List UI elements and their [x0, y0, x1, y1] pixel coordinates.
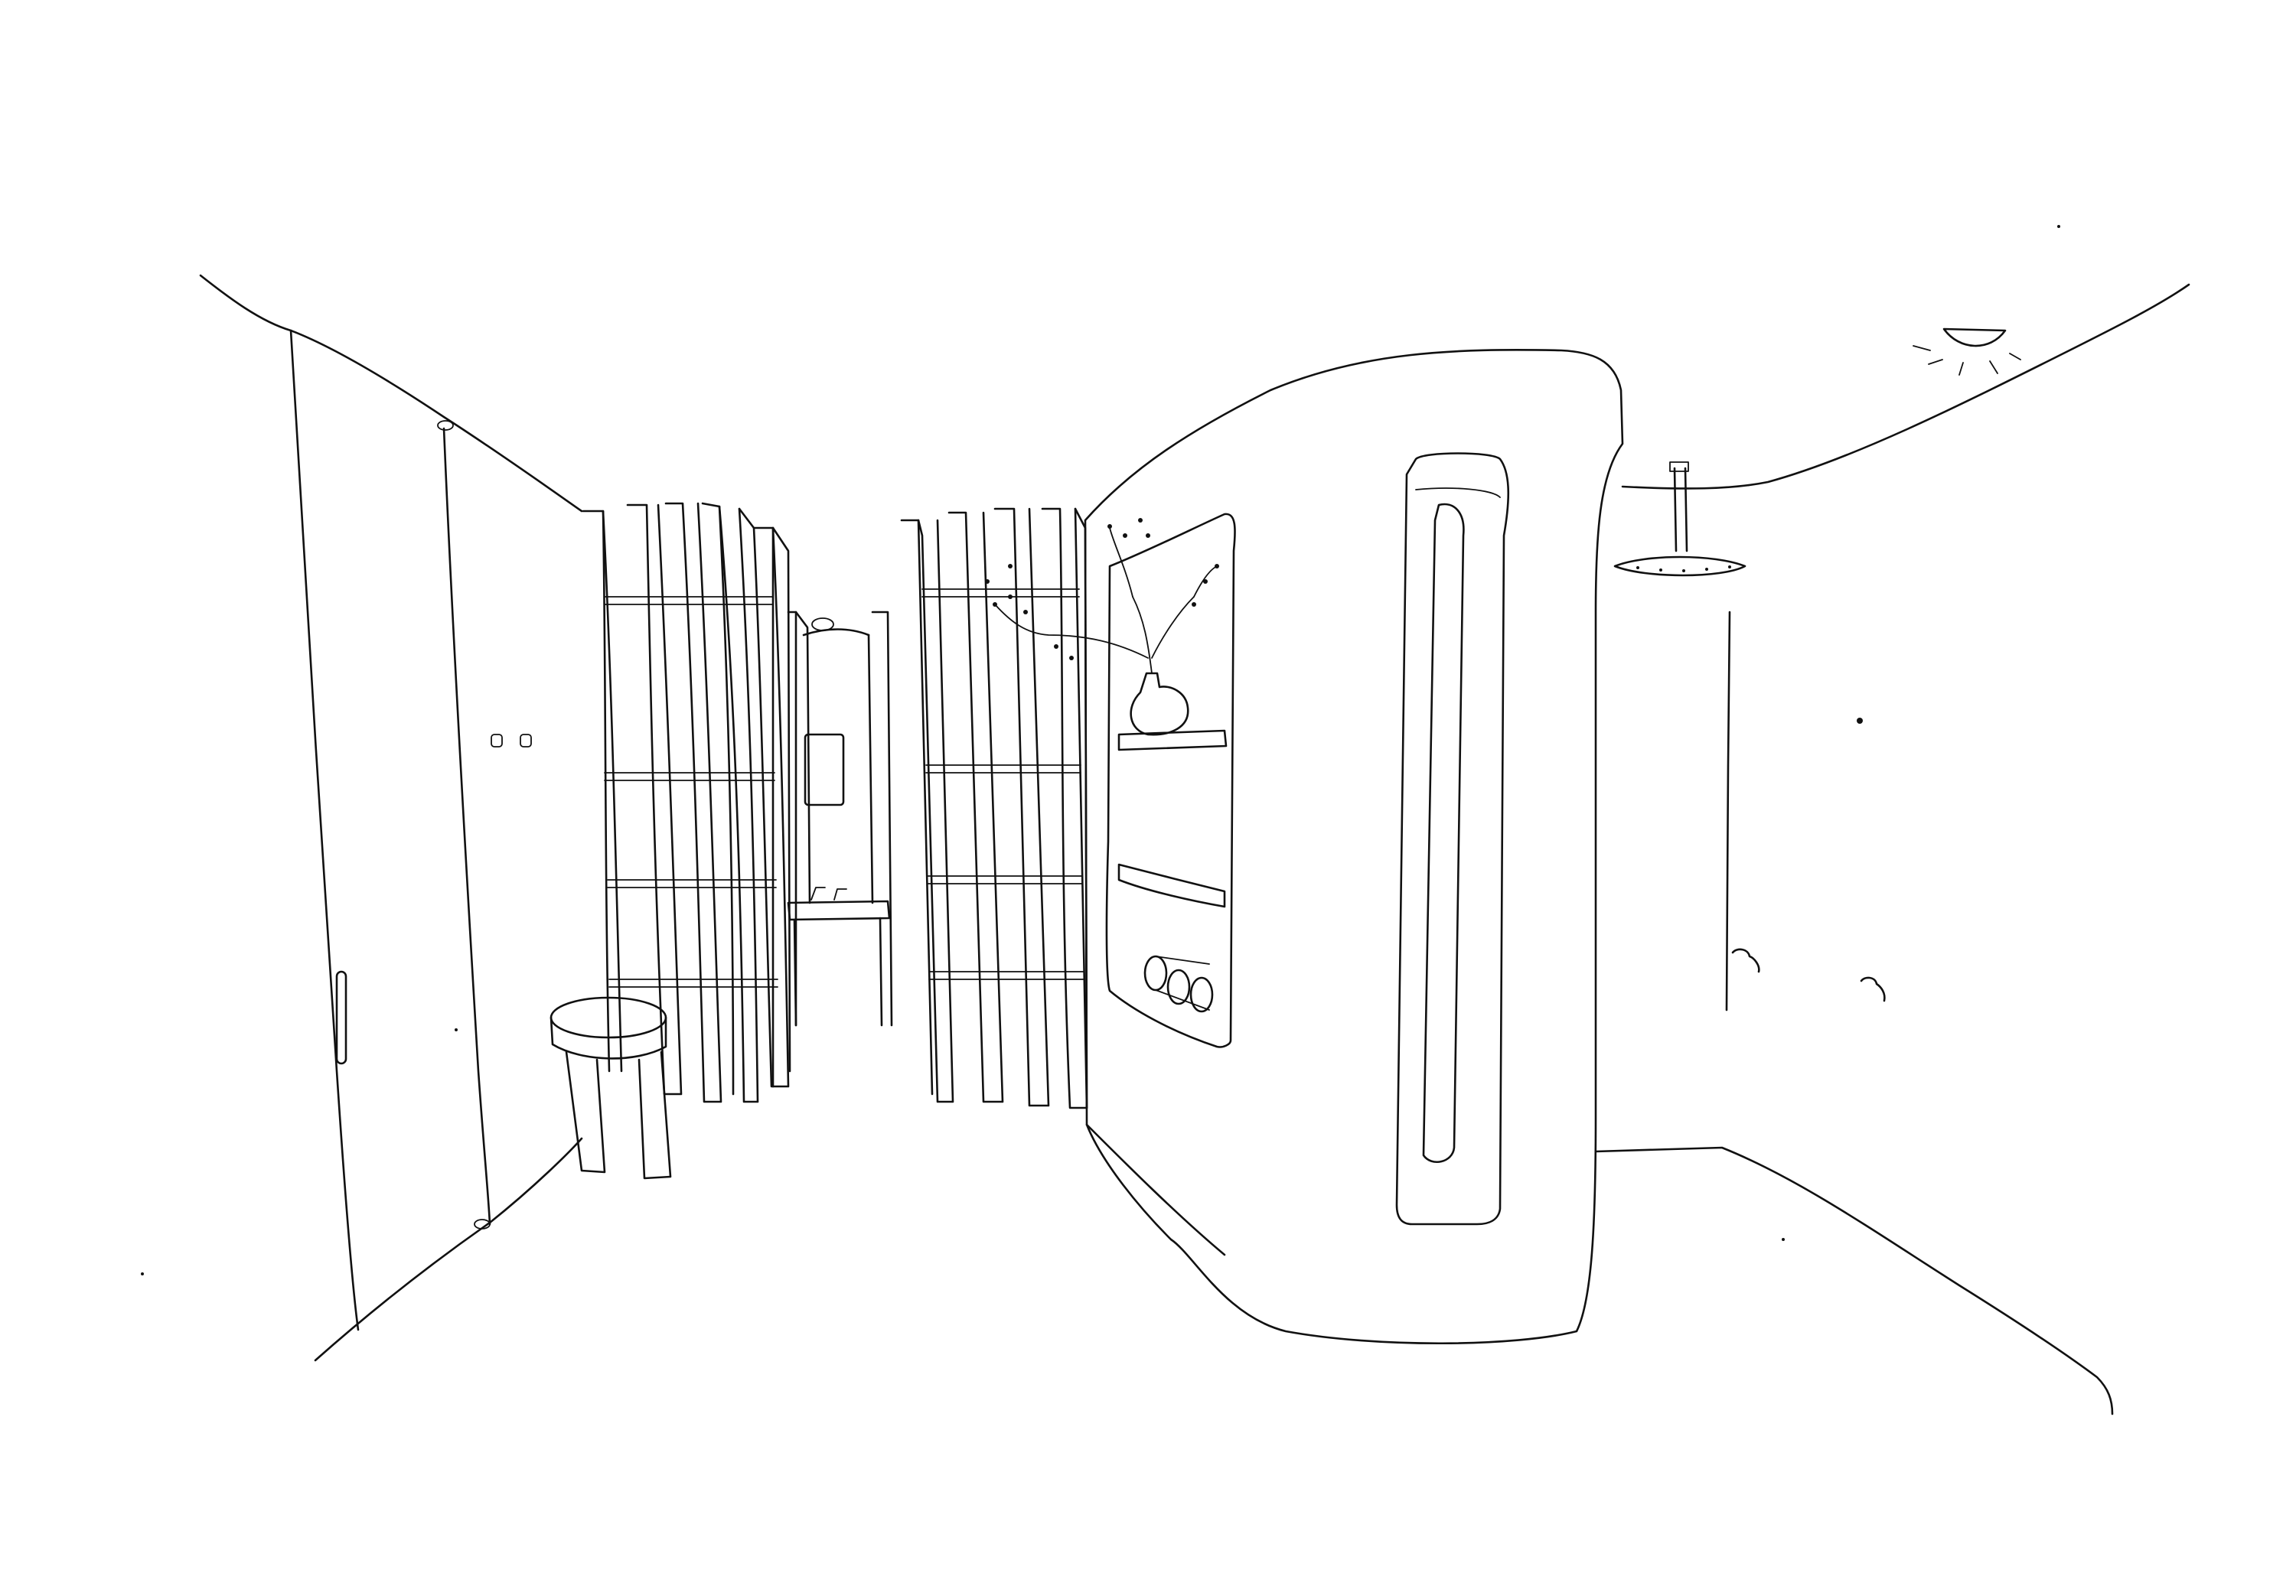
shower-pipe [1673, 467, 1688, 552]
branch-1 [1132, 596, 1153, 674]
pod-floor-curve [1085, 1123, 1226, 1256]
right-floor-line [1594, 1146, 2114, 1415]
branch-3 [994, 604, 1149, 659]
shower-valve-2 [1860, 976, 1886, 1002]
niche-mirror [804, 733, 845, 806]
branch-4 [1109, 527, 1133, 598]
basin-stand [793, 917, 883, 1027]
right-slat-screen [900, 507, 1088, 1109]
niche-shelf-lower [1117, 863, 1226, 908]
niche-top [802, 628, 870, 637]
pod-niche-outline [1105, 513, 1236, 1048]
slot-rail [1422, 503, 1465, 1163]
basin-faucet [810, 887, 847, 901]
right-wall [1594, 283, 2190, 1415]
wash-niche [787, 611, 893, 1027]
stool-leg-2 [638, 1050, 672, 1180]
closet-door-edge [442, 427, 491, 1226]
towel-roll-3 [1189, 976, 1214, 1013]
curved-pod [985, 349, 1624, 1345]
left-slat-screen [582, 502, 791, 1103]
slot-inner [1415, 487, 1501, 498]
pod-outline [1084, 349, 1624, 1345]
ceiling-lamp [1942, 327, 2007, 347]
niche-back-left [794, 611, 811, 904]
branch-2 [1151, 596, 1195, 659]
floor-spot-left [474, 1219, 491, 1230]
towel-roll-2 [1166, 969, 1191, 1005]
wall-switch-2 [520, 734, 532, 748]
niche-light [811, 617, 834, 631]
niche-back-right [867, 634, 874, 904]
left-ceiling-line [199, 274, 583, 513]
towel-roll-1 [1143, 955, 1168, 992]
ceiling-spot-left [437, 420, 454, 431]
left-floor-line [314, 1137, 583, 1362]
pod-slot [1395, 452, 1510, 1226]
left-wall [199, 274, 583, 1362]
vase [1130, 672, 1189, 736]
shower-head [1613, 555, 1746, 577]
left-wall-edge [289, 329, 360, 1331]
wall-mark [1857, 718, 1863, 724]
shower-wall-edge [1725, 611, 1731, 1011]
wall-switch-1 [491, 734, 503, 748]
closet-handle [335, 970, 347, 1065]
stool-leg-1 [565, 1050, 606, 1174]
niche-shelf-upper [1117, 729, 1228, 751]
niche-right-wall [871, 611, 893, 1027]
shower-valve-1 [1731, 948, 1760, 973]
basin-counter [787, 900, 891, 921]
right-ceiling-line [1621, 283, 2190, 490]
